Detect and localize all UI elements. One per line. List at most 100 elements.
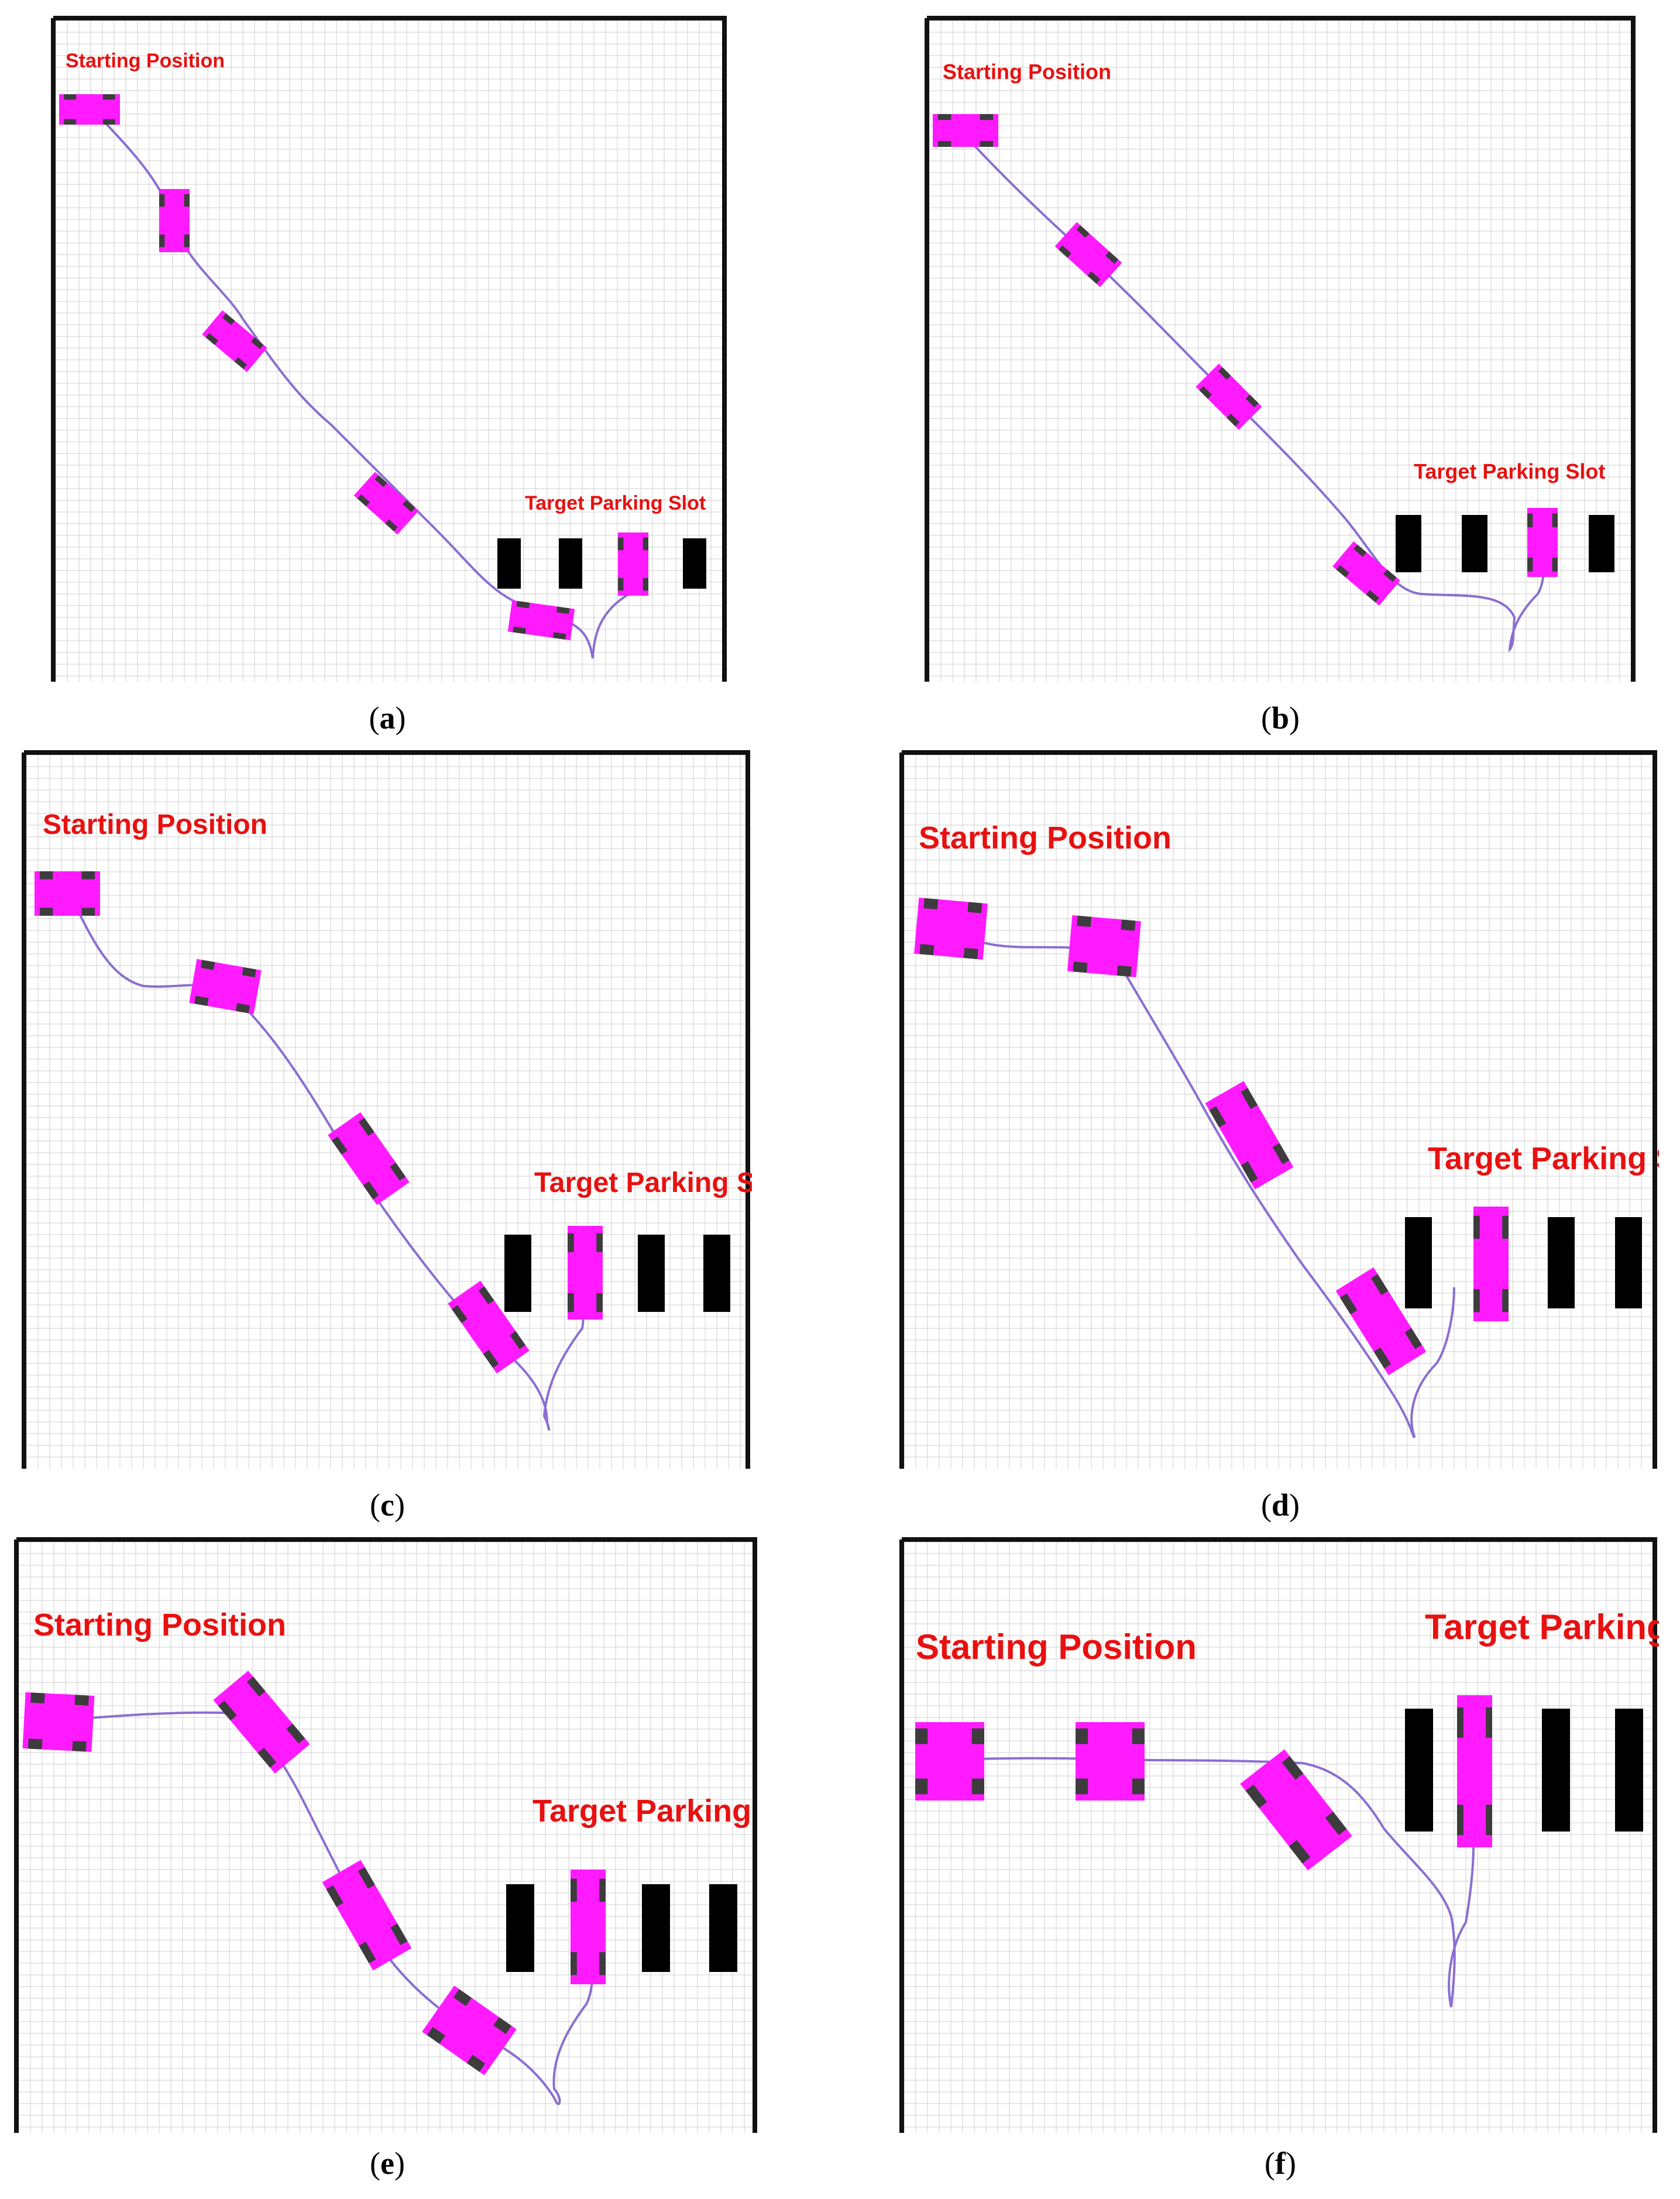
panel-e-border [14,1537,757,2133]
car [328,1112,410,1205]
car-wheel [1383,569,1397,582]
car-wheel [643,578,648,591]
car [353,472,419,535]
car-body [422,1985,517,2076]
car-wheel [375,475,387,487]
car-wheel [363,1181,379,1200]
car-wheel [1073,961,1088,973]
car-wheel [102,94,115,100]
car-wheel [1132,1778,1145,1795]
car-wheel [64,119,77,125]
panel-d-grid [903,754,1654,1469]
car-wheel [1457,1805,1463,1836]
car-wheel [81,908,95,916]
car [202,310,267,372]
car-wheel [1457,1707,1463,1738]
car [1205,1081,1294,1190]
car-wheel [1552,513,1558,528]
car-wheel [1289,1840,1311,1864]
car-wheel [358,1118,375,1136]
car-wheel [596,1233,603,1252]
start-label: Starting Position [919,820,1171,855]
panel-c-canvas: Starting Position Target Parking Slot [22,750,752,1469]
caption-e: (e) [370,2146,405,2181]
car-wheel [643,537,648,551]
car-wheel [1486,1707,1492,1738]
car-wheel [1353,544,1367,557]
car [1332,541,1400,606]
car-wheel [159,234,165,248]
car-wheel [466,2054,486,2072]
panel-f-border [899,1537,1657,2133]
car-wheel [402,500,415,513]
car-body [1195,363,1262,430]
car-wheel [552,632,566,640]
car-wheel [1373,1347,1392,1369]
car-wheel [1245,1784,1267,1808]
parking-slot [497,538,521,589]
car-wheel [618,537,624,551]
car-wheel [963,947,978,960]
grid-lines [26,754,747,1469]
parking-slot [1615,1217,1642,1308]
caption-d: (d) [1260,1487,1300,1523]
panel-e: Starting Position Target Parking Slot [13,1536,759,2133]
car-wheel [1105,251,1119,264]
car-wheel [1132,1728,1145,1744]
car-wheel [980,140,994,147]
parking-slot [642,1884,670,1972]
car [189,958,262,1015]
panel-e-canvas: Starting Position Target Parking Slot [14,1537,759,2133]
car [422,1985,517,2076]
car-wheel [923,898,939,910]
caption-c: (c) [370,1487,405,1523]
car [933,114,998,147]
car-wheel [286,1723,305,1744]
parking-slot [638,1235,665,1312]
car-body [1332,541,1400,606]
car-wheel [1209,1106,1226,1128]
car-wheel [1370,1274,1389,1296]
car-body [328,1112,410,1205]
caption-letter: f [1275,2146,1286,2181]
car-wheel [453,1989,472,2006]
parking-slot [1405,1709,1433,1832]
car [159,189,190,252]
car-wheel [1218,367,1231,380]
target-label: Target Parking Slot [532,1793,759,1829]
parking-slot [703,1235,730,1312]
panel-d-trajectory [950,926,1455,1438]
car-wheel [39,908,53,916]
car-wheel [451,1305,468,1324]
car [1076,1722,1145,1801]
car-wheel [257,1747,277,1768]
parking-slot [683,538,706,589]
car-wheel [1121,919,1136,931]
car-wheel [510,1331,526,1349]
car [213,1671,310,1774]
car-body [322,1860,412,1971]
car-wheel [326,1885,343,1907]
car-wheel [64,94,77,100]
panel-a: Starting Position Target Parking Slot [50,15,729,682]
car-wheel [205,333,219,345]
car-wheel [1282,1756,1304,1780]
panel-f-canvas: Starting Position Target Parking Slot [899,1537,1659,2133]
car-wheel [1404,1328,1423,1349]
caption-a: (a) [369,700,406,736]
car-wheel [222,313,235,325]
car-wheel [1076,225,1090,238]
parking-slot [1615,1709,1643,1832]
car [1067,915,1141,977]
car-wheel [358,1867,375,1889]
caption-letter: a [379,700,396,736]
car-wheel [483,1349,499,1368]
car-wheel [1527,513,1533,528]
car-wheel [200,960,215,970]
panel-e-parking-slots [506,1884,737,1972]
caption-f: (f) [1265,2146,1296,2181]
car-wheel [1087,271,1101,284]
start-label: Starting Position [943,60,1111,84]
parking-slot [559,538,582,589]
panel-c-grid [26,754,747,1469]
